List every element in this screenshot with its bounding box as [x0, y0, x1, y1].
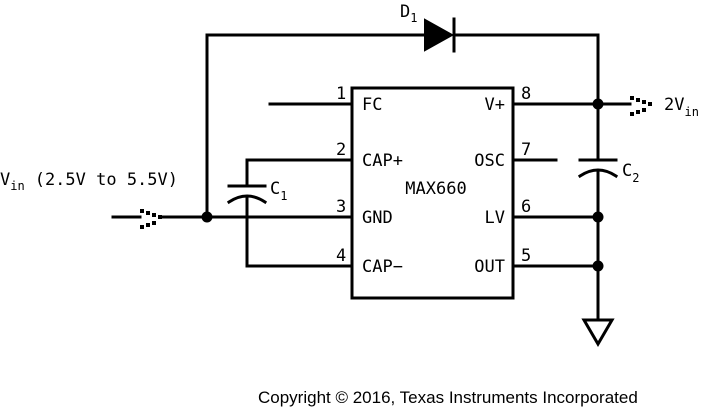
pin-number: 8 [521, 84, 531, 104]
pin-label: OSC [474, 151, 505, 171]
pin-label: LV [485, 208, 505, 228]
pin-label: CAP+ [362, 151, 403, 171]
output-label: 2Vin [664, 95, 699, 119]
pin-number: 5 [521, 246, 531, 266]
copyright-notice: Copyright © 2016, Texas Instruments Inco… [258, 388, 638, 407]
ic-body [350, 86, 515, 300]
pin-number: 2 [336, 140, 346, 160]
output-arrow-icon [630, 96, 652, 116]
junction-dot [592, 260, 604, 272]
input-label: Vin(2.5V to 5.5V) [0, 170, 178, 193]
diode-loop-wire [205, 33, 427, 219]
cap-c2-label: C2 [622, 161, 639, 185]
diode-d1-label: D1 [400, 2, 417, 25]
junction-dot [592, 211, 604, 223]
ic-name: MAX660 [405, 179, 466, 199]
pin-label: OUT [474, 257, 505, 277]
cap-c1-label: C1 [270, 179, 287, 203]
pin-number: 7 [521, 140, 531, 160]
junction-dot [201, 211, 213, 223]
pin-number: 4 [336, 246, 346, 266]
pin-label: CAP− [362, 257, 403, 277]
pin-label: V+ [485, 95, 505, 115]
input-arrow-icon [140, 209, 162, 229]
diode-cathode-wire [452, 33, 600, 106]
pin-label: GND [362, 208, 393, 228]
junction-dot [592, 98, 604, 110]
pin-label: FC [362, 95, 382, 115]
pin-number: 1 [336, 84, 346, 104]
diode-d1-symbol [424, 18, 455, 52]
pin-number: 6 [521, 197, 531, 217]
pin-number: 3 [336, 197, 346, 217]
ground-icon [581, 318, 615, 347]
